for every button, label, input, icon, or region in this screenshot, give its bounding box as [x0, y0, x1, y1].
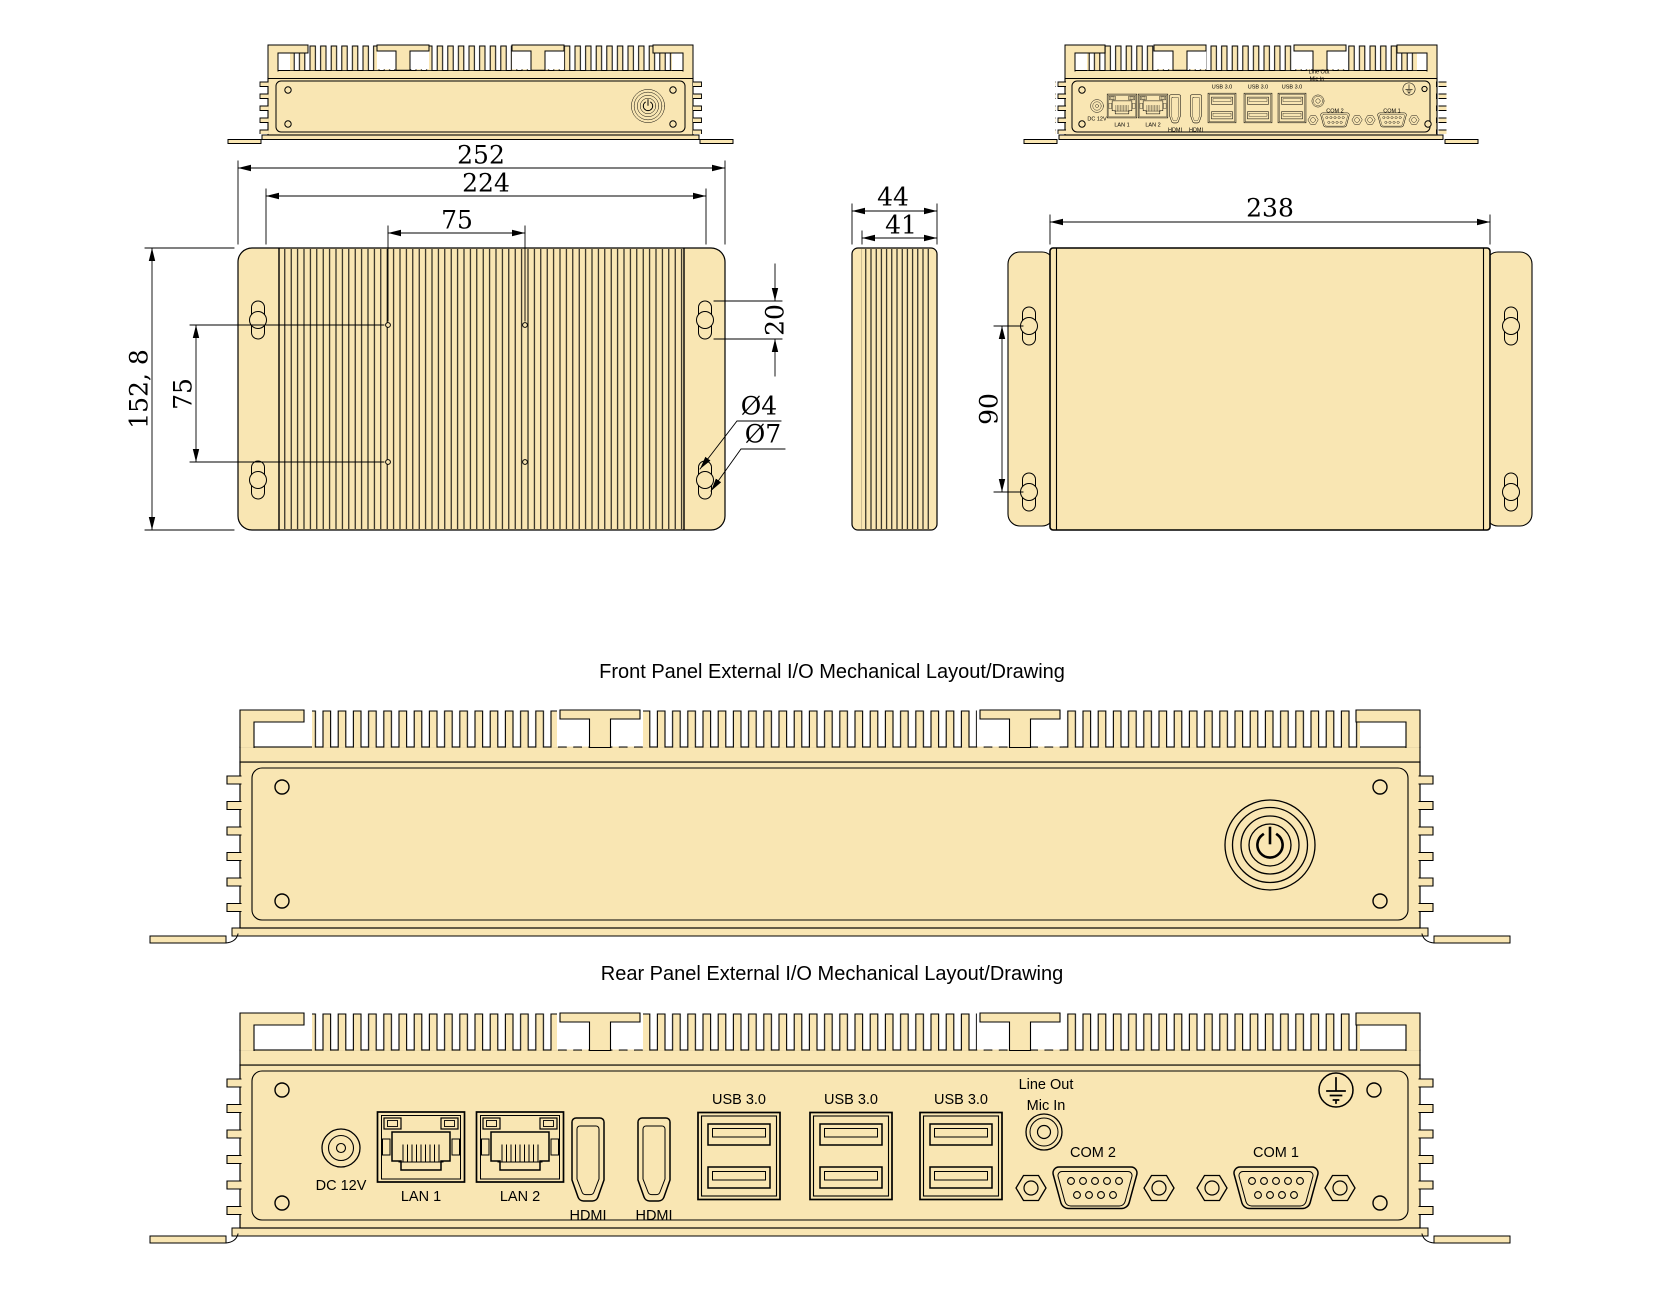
label-com1: COM 1 — [1253, 1144, 1299, 1161]
dim-overall-depth: 152, 8 — [124, 349, 154, 429]
label-usb-2: USB 3.0 — [824, 1091, 878, 1108]
dim-bottom-width: 238 — [1246, 193, 1294, 223]
usb3-port — [919, 1111, 1003, 1201]
label-lan1: LAN 1 — [400, 1188, 442, 1205]
rear-panel-large — [149, 1012, 1511, 1244]
label-hdmi-1: HDMI — [569, 1207, 607, 1224]
ground-terminal-icon — [1318, 1072, 1354, 1108]
label-s-com2: COM 2 — [1326, 108, 1344, 115]
label-s-lan1: LAN 1 — [1114, 122, 1130, 129]
label-s-line-out: Line Out — [1308, 69, 1330, 76]
front-panel-large — [149, 709, 1511, 944]
dim-side-inner: 41 — [885, 210, 917, 240]
label-s-lan2: LAN 2 — [1145, 122, 1161, 129]
dim-side-outer: 44 — [877, 182, 909, 212]
label-line-out: Line Out — [1018, 1076, 1074, 1093]
side-view — [851, 247, 938, 531]
bottom-view — [1007, 247, 1533, 531]
rear-panel-title: Rear Panel External I/O Mechanical Layou… — [600, 963, 1064, 985]
hdmi1-port — [571, 1117, 605, 1202]
label-lan2: LAN 2 — [499, 1188, 541, 1205]
label-s-hdmi-2: HDMI — [1188, 127, 1204, 134]
usb1-port — [697, 1111, 781, 1201]
dim-slot-length: 20 — [760, 304, 790, 336]
label-com2: COM 2 — [1070, 1144, 1116, 1161]
dim-hole-spacing-h: 75 — [441, 205, 473, 235]
label-hdmi-2: HDMI — [635, 1207, 673, 1224]
front-view-small — [227, 44, 734, 144]
label-s-usb-3: USB 3.0 — [1281, 84, 1303, 91]
dim-hole-spacing-v: 75 — [168, 378, 198, 410]
label-s-hdmi-1: HDMI — [1167, 127, 1183, 134]
label-mic-in: Mic In — [1026, 1097, 1066, 1114]
audio-jack — [1025, 1113, 1063, 1151]
dim-hole-dia-7: Ø7 — [744, 419, 782, 449]
rear-view-small — [1023, 44, 1479, 144]
label-s-usb-2: USB 3.0 — [1247, 84, 1269, 91]
dc-power-jack — [321, 1128, 361, 1168]
label-dc-power: DC 12V — [315, 1177, 367, 1194]
lan1-port — [376, 1111, 466, 1183]
label-s-dc-power: DC 12V — [1087, 116, 1107, 123]
label-s-usb-1: USB 3.0 — [1211, 84, 1233, 91]
label-s-com1: COM 1 — [1383, 108, 1401, 115]
dim-mount-spacing-h: 224 — [462, 168, 510, 198]
label-s-mic-in: Mic In — [1309, 76, 1325, 83]
dim-bottom-hole-spacing: 90 — [974, 393, 1004, 425]
label-usb-3: USB 3.0 — [934, 1091, 988, 1108]
hdmi2-port — [637, 1117, 671, 1202]
front-panel-title: Front Panel External I/O Mechanical Layo… — [599, 661, 1065, 683]
top-view — [237, 247, 726, 531]
dim-overall-width: 252 — [457, 140, 505, 170]
usb2-port — [809, 1111, 893, 1201]
dim-hole-dia-4: Ø4 — [740, 391, 778, 421]
dimension-lines — [144, 160, 1491, 531]
lan2-port — [475, 1111, 565, 1183]
label-usb-1: USB 3.0 — [712, 1091, 766, 1108]
